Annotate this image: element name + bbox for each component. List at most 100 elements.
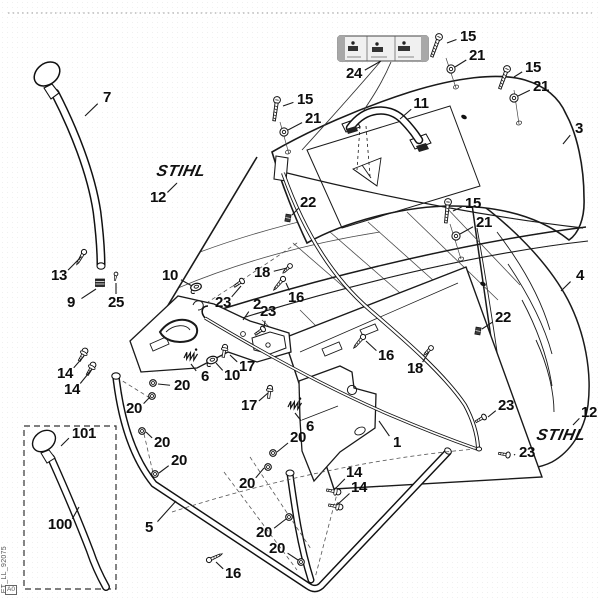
leader-line-part20 [157,383,171,386]
fastener-bolt-part14 [75,346,91,364]
leader-line-part23 [487,410,497,418]
leader-line-part24 [364,60,382,71]
fastener-nut-part20 [149,379,157,387]
part-label-23: 23 [214,293,232,311]
revision-box: A0 [5,585,17,595]
leader-line-part20 [158,465,170,474]
part-label-21: 21 [468,46,486,64]
part-label-20: 20 [238,474,256,492]
fastener-bolt-part14 [325,485,343,497]
carry-handle-part11 [341,106,432,152]
fastener-screw-long-part15 [270,95,282,122]
fastener-hole [515,119,523,127]
leader-line-part10 [180,279,193,287]
fastener-clip-oval-part10 [204,354,220,368]
part-label-14: 14 [345,463,363,481]
leader-line-part14 [336,493,350,506]
leader-line-part4 [560,281,571,292]
part-label-17: 17 [238,357,256,375]
leader-line-part15 [446,38,457,44]
part-label-20: 20 [173,376,191,394]
top-cover-part3 [271,75,585,245]
fastener-spring-part6 [285,396,306,414]
bag-hole-dot [480,281,486,287]
fastener-nut-part20 [151,470,159,478]
part-label-6: 6 [200,367,210,385]
cover-handle-mount-truss [352,125,382,187]
leader-line-part21 [517,89,531,97]
part-label-16: 16 [287,288,305,306]
part-label-16: 16 [377,346,395,364]
part-label-9: 9 [66,293,76,311]
fastener-nut-part20 [148,392,156,400]
part-label-7: 7 [102,88,112,106]
leader-line-part16 [215,561,224,570]
part-label-15: 15 [296,90,314,108]
part-label-14: 14 [63,380,81,398]
fastener-bolt-short-part17 [264,384,275,400]
instruction-sticker-part24 [301,35,429,151]
leader-line-part12 [167,182,178,193]
leader-line-part3 [562,134,571,145]
fastener-washer-part21 [451,231,461,241]
leader-line-part17 [229,354,238,363]
inset-grip-part101 [31,429,57,453]
part-label-20: 20 [255,523,273,541]
leader-line-part18 [273,267,288,272]
fastener-screw-pan-part23 [497,449,512,459]
fastener-hole [457,255,465,263]
part-label-23: 23 [497,396,515,414]
fastener-nut-part20 [297,558,305,566]
fastener-screw-pan-part23 [231,276,247,290]
part-label-13: 13 [50,266,68,284]
leader-line-part14 [73,355,85,369]
part-label-12: 12 [149,188,167,206]
fastener-screw-tiny-part25 [112,271,119,282]
part-label-24: 24 [345,64,363,82]
leader-line-part21 [459,226,474,235]
part-label-20: 20 [289,428,307,446]
leader-line-part20 [143,396,151,404]
leader-line-part22 [291,208,299,216]
leader-line-part18 [422,351,430,363]
fastener-nut-part20 [264,463,272,471]
part-label-101: 101 [71,424,97,442]
leader-line-part16 [365,340,377,352]
part-label-25: 25 [107,293,125,311]
fastener-screw-long-part15 [441,197,453,224]
leader-line-part10 [215,362,224,371]
fastener-bolt-part14 [83,360,99,378]
leader-line-part11 [399,108,412,120]
handlebar-grip [33,61,61,87]
fastener-washer-part21 [279,127,289,137]
part-label-17: 17 [240,396,258,414]
part-label-21: 21 [532,77,550,95]
fastener-screw-med-part16 [271,274,288,293]
part-label-21: 21 [304,109,322,127]
leader-line-part22 [481,321,493,330]
leader-line-part16 [285,282,290,291]
leader-line-part17 [258,392,269,402]
leader-line-part6 [190,363,197,372]
leader-line-part20 [273,518,287,529]
part-label-20: 20 [125,399,143,417]
leader-line-part14 [79,368,93,384]
leader-line-part15 [282,101,294,107]
leader-line-part12 [572,418,580,426]
fastener-clip-oval-part10 [188,281,204,295]
stihl-logo-right: STIHL [534,427,588,444]
part-label-6: 6 [305,417,315,435]
fastener-washer-part21 [509,93,519,103]
leader-line-part5 [157,500,177,523]
lower-tube-frame-part5 [111,372,452,593]
leader-line-part20 [145,431,153,439]
part-label-15: 15 [459,27,477,45]
leader-line-part13 [67,256,82,271]
leader-line-part7 [84,103,99,117]
fastener-nut-part20 [269,449,277,457]
part-label-22: 22 [299,193,317,211]
part-label-14: 14 [350,478,368,496]
part-label-23: 23 [259,302,277,320]
